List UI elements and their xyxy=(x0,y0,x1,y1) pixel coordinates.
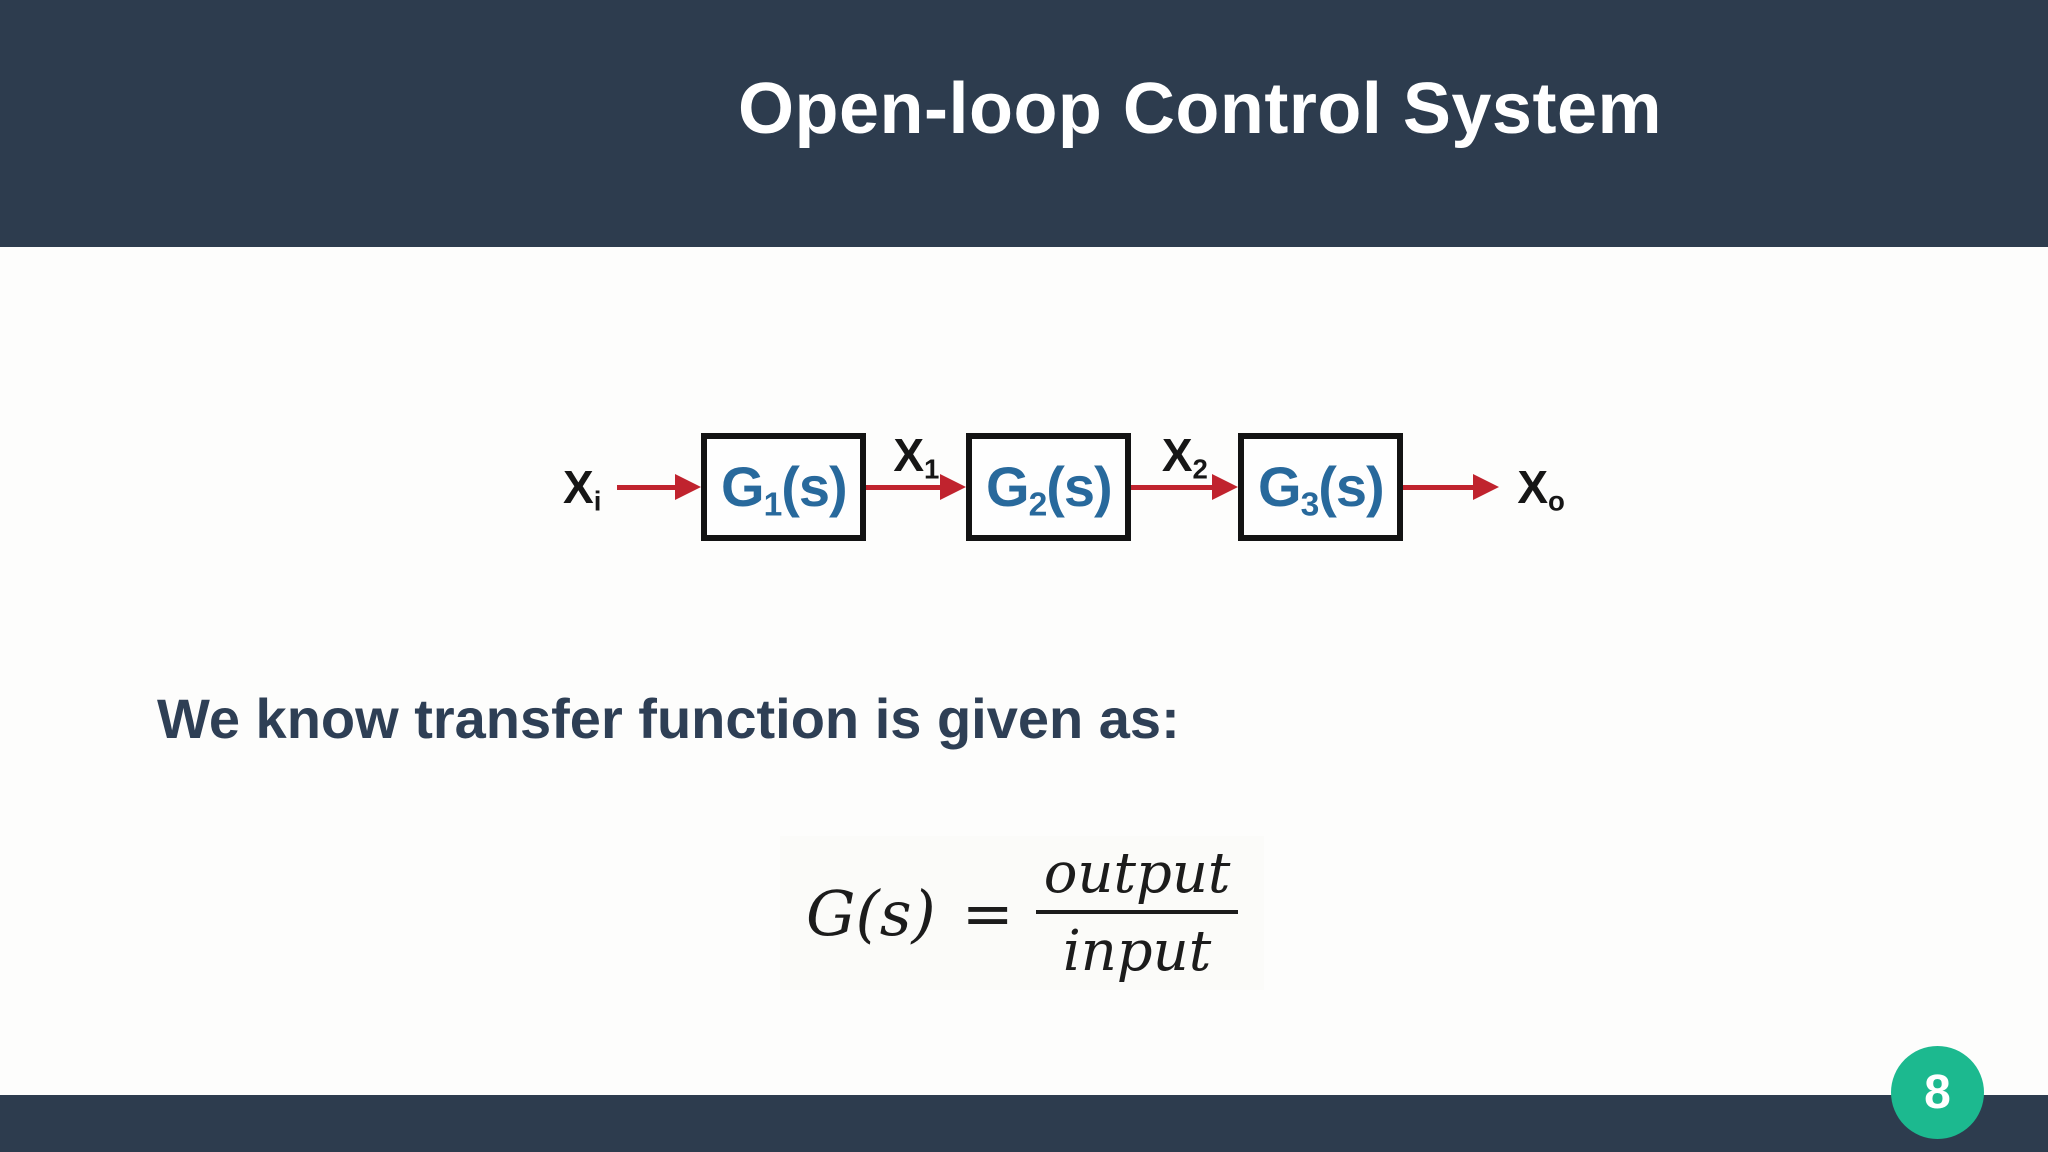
formula-lhs: G(s) xyxy=(806,876,936,950)
transfer-function-block-1: G1(s) xyxy=(701,433,867,541)
arrow-head xyxy=(675,474,702,500)
arrow-shaft xyxy=(1403,484,1474,490)
block-subscript: 3 xyxy=(1300,486,1320,524)
arrow-shaft xyxy=(1131,484,1213,490)
arrow-head xyxy=(940,474,967,500)
transfer-function-formula: G(s) = output input xyxy=(780,836,1265,990)
page-title: Open-loop Control System xyxy=(737,69,1663,149)
fraction: output input xyxy=(1035,841,1239,984)
block-subscript: 2 xyxy=(1028,486,1048,524)
arrow-right-icon xyxy=(617,474,702,500)
fraction-bar xyxy=(1035,910,1239,914)
arrow-shaft xyxy=(617,484,676,490)
signal-base: X xyxy=(893,429,925,481)
output-signal-label: Xo xyxy=(1517,461,1565,515)
block-arg: (s) xyxy=(781,455,847,518)
signal-subscript: o xyxy=(1548,485,1565,517)
signal-label-x1: X1 xyxy=(893,429,939,483)
block-base: G xyxy=(721,455,765,518)
signal-label-x2: X2 xyxy=(1161,429,1208,483)
transfer-function-block-3: G3(s) xyxy=(1238,433,1404,541)
block-base: G xyxy=(1258,455,1302,518)
block-arg: (s) xyxy=(1318,455,1384,518)
header-bar xyxy=(0,0,2048,247)
signal-base: X xyxy=(563,461,594,513)
equals-sign: = xyxy=(961,876,1014,950)
block-diagram: Xi G1(s) X1 G2(s) X2 G3(s) Xo xyxy=(563,432,1565,541)
input-signal-label: Xi xyxy=(563,461,601,515)
signal-base: X xyxy=(1161,429,1193,481)
fraction-numerator: output xyxy=(1043,841,1231,906)
block-subscript: 1 xyxy=(763,486,783,524)
arrow-head xyxy=(1212,474,1239,500)
arrow-right-icon: X2 xyxy=(1131,432,1239,500)
block-arg: (s) xyxy=(1046,455,1112,518)
arrow-head xyxy=(1473,474,1500,500)
page-number: 8 xyxy=(1924,1066,1951,1119)
signal-subscript: 2 xyxy=(1192,453,1208,485)
block-label: G3(s) xyxy=(1258,459,1385,522)
signal-base: X xyxy=(1517,461,1549,513)
block-base: G xyxy=(986,455,1030,518)
transfer-function-block-2: G2(s) xyxy=(966,433,1132,541)
arrow-shaft xyxy=(866,484,941,490)
block-label: G2(s) xyxy=(986,459,1113,522)
page-number-badge: 8 xyxy=(1891,1046,1984,1139)
fraction-denominator: input xyxy=(1062,919,1212,984)
signal-subscript: 1 xyxy=(924,453,940,485)
footer-bar xyxy=(0,1095,2048,1152)
arrow-right-icon: X1 xyxy=(866,432,967,500)
signal-subscript: i xyxy=(593,485,602,517)
heading-text: We know transfer function is given as: xyxy=(157,687,1180,750)
block-label: G1(s) xyxy=(721,459,848,522)
arrow-right-icon xyxy=(1403,474,1500,500)
